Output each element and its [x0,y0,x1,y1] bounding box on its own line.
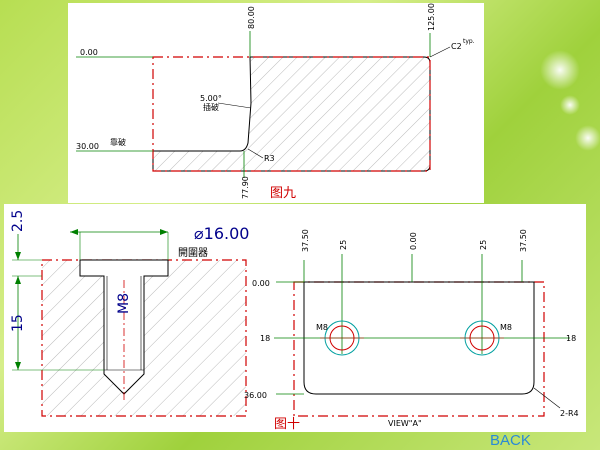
dim-top-125: 125.00 [427,3,436,31]
back-link[interactable]: BACK [490,432,531,449]
dim-left-0: 0.00 [252,279,270,288]
thread-label: M8 [116,293,132,314]
background-glow [540,50,580,90]
dim-top-right-37: 37.50 [519,229,528,252]
dim-top-left-37: 37.50 [301,229,310,252]
dim-left-30: 30.00 [76,142,99,151]
dim-left-36: 36.00 [244,391,267,400]
figure-9-panel: 0.00 30.00 靠破 80.00 125.00 C2 typ. 5.00°… [68,3,484,203]
note-relief-10: 開圍器 [178,247,208,259]
part-section [152,56,431,172]
view-label: VIEW"A" [388,419,422,428]
dim-top-right-25: 25 [479,240,488,250]
figure-10-drawing: 2.5 15 ⌀16.00 開圍器 M8 37.50 25 0.00 25 37… [10,210,579,432]
dim-15: 15 [10,314,26,332]
note-kao: 靠破 [110,137,126,147]
dim-2-5: 2.5 [10,210,26,232]
note-relief: 插破 [203,102,219,112]
dim-top-center: 0.00 [409,232,418,250]
figure-9-caption: 图九 [270,186,296,201]
dim-left-0: 0.00 [80,48,98,57]
dim-top-left-25: 25 [339,240,348,250]
figure-9-drawing: 0.00 30.00 靠破 80.00 125.00 C2 typ. 5.00°… [76,3,475,201]
dim-bottom-77: 77.90 [241,176,250,199]
background-glow [560,95,580,115]
figure-10-caption: 图十 [274,417,300,432]
callout-c2: C2 [451,42,462,51]
thread-left-label: M8 [316,323,328,332]
dim-diameter: ⌀16.00 [194,224,249,243]
plan-part [303,281,535,395]
background-glow [575,125,600,151]
radius-callout: 2-R4 [560,409,579,418]
callout-c2-superscript: typ. [463,38,475,45]
reference-outline [152,56,431,172]
dim-right-18: 18 [566,334,576,343]
callout-angle: 5.00° [200,94,222,103]
bolt-cutout [79,259,169,395]
callout-r3: R3 [264,154,275,163]
plan-outline [293,281,545,417]
figure-10-panel: 2.5 15 ⌀16.00 開圍器 M8 37.50 25 0.00 25 37… [4,204,586,432]
thread-right-label: M8 [500,323,512,332]
dim-top-80: 80.00 [247,6,256,29]
dim-left-18: 18 [260,334,270,343]
